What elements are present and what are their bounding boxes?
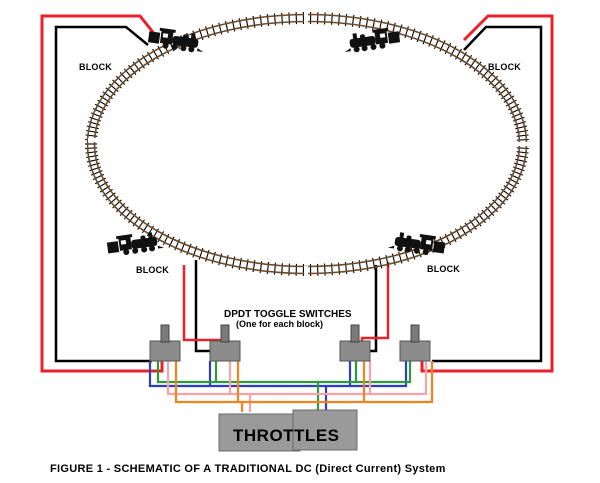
left-black-wire bbox=[54, 25, 152, 363]
rail-gap bbox=[304, 12, 308, 24]
oval-track bbox=[85, 12, 532, 278]
locomotive-icon bbox=[147, 27, 204, 53]
orange-wire bbox=[174, 361, 434, 412]
locomotives bbox=[106, 27, 446, 255]
dpdt-toggle-switch-icon[interactable] bbox=[399, 324, 431, 362]
dpdt-toggle-switch-icon[interactable] bbox=[339, 324, 371, 362]
rail-gap bbox=[304, 266, 308, 278]
throttle-left-box bbox=[218, 413, 301, 452]
outer-rail bbox=[86, 13, 528, 275]
right-black-wire bbox=[432, 25, 543, 363]
block-label-top-left: BLOCK bbox=[79, 62, 112, 72]
block-label-bottom-right: BLOCK bbox=[427, 264, 460, 274]
figure-caption: FIGURE 1 - SCHEMATIC OF A TRADITIONAL DC… bbox=[50, 463, 446, 475]
switches-title: DPDT TOGGLE SWITCHES bbox=[224, 309, 352, 320]
switches-subtitle: (One for each block) bbox=[236, 319, 324, 329]
pink-wire bbox=[166, 361, 428, 412]
throttle-right-box bbox=[292, 409, 358, 451]
rail-gap bbox=[516, 142, 532, 146]
dpdt-toggle-switch-icon[interactable] bbox=[209, 324, 241, 362]
locomotive-icon bbox=[387, 232, 446, 255]
dpdt-toggle-switch-icon[interactable] bbox=[149, 324, 181, 362]
center-right-red-wire bbox=[360, 262, 390, 341]
throttles-label: THROTTLES bbox=[233, 426, 340, 445]
throttle-wiring bbox=[148, 361, 434, 412]
locomotive-icon bbox=[344, 27, 401, 53]
block-label-bottom-left: BLOCK bbox=[136, 265, 169, 275]
locomotive-icon bbox=[106, 232, 165, 255]
rail-gap bbox=[88, 138, 104, 142]
center-left-red-wire bbox=[182, 265, 224, 342]
dpdt-toggle-switches bbox=[149, 324, 431, 362]
block-label-top-right: BLOCK bbox=[488, 62, 521, 72]
blue-wire bbox=[148, 361, 408, 412]
throttles bbox=[218, 409, 358, 452]
right-red-wire bbox=[420, 14, 554, 373]
left-red-wire bbox=[40, 14, 164, 373]
center-left-black-wire bbox=[194, 260, 212, 353]
outer-feeder-wires bbox=[40, 14, 554, 373]
